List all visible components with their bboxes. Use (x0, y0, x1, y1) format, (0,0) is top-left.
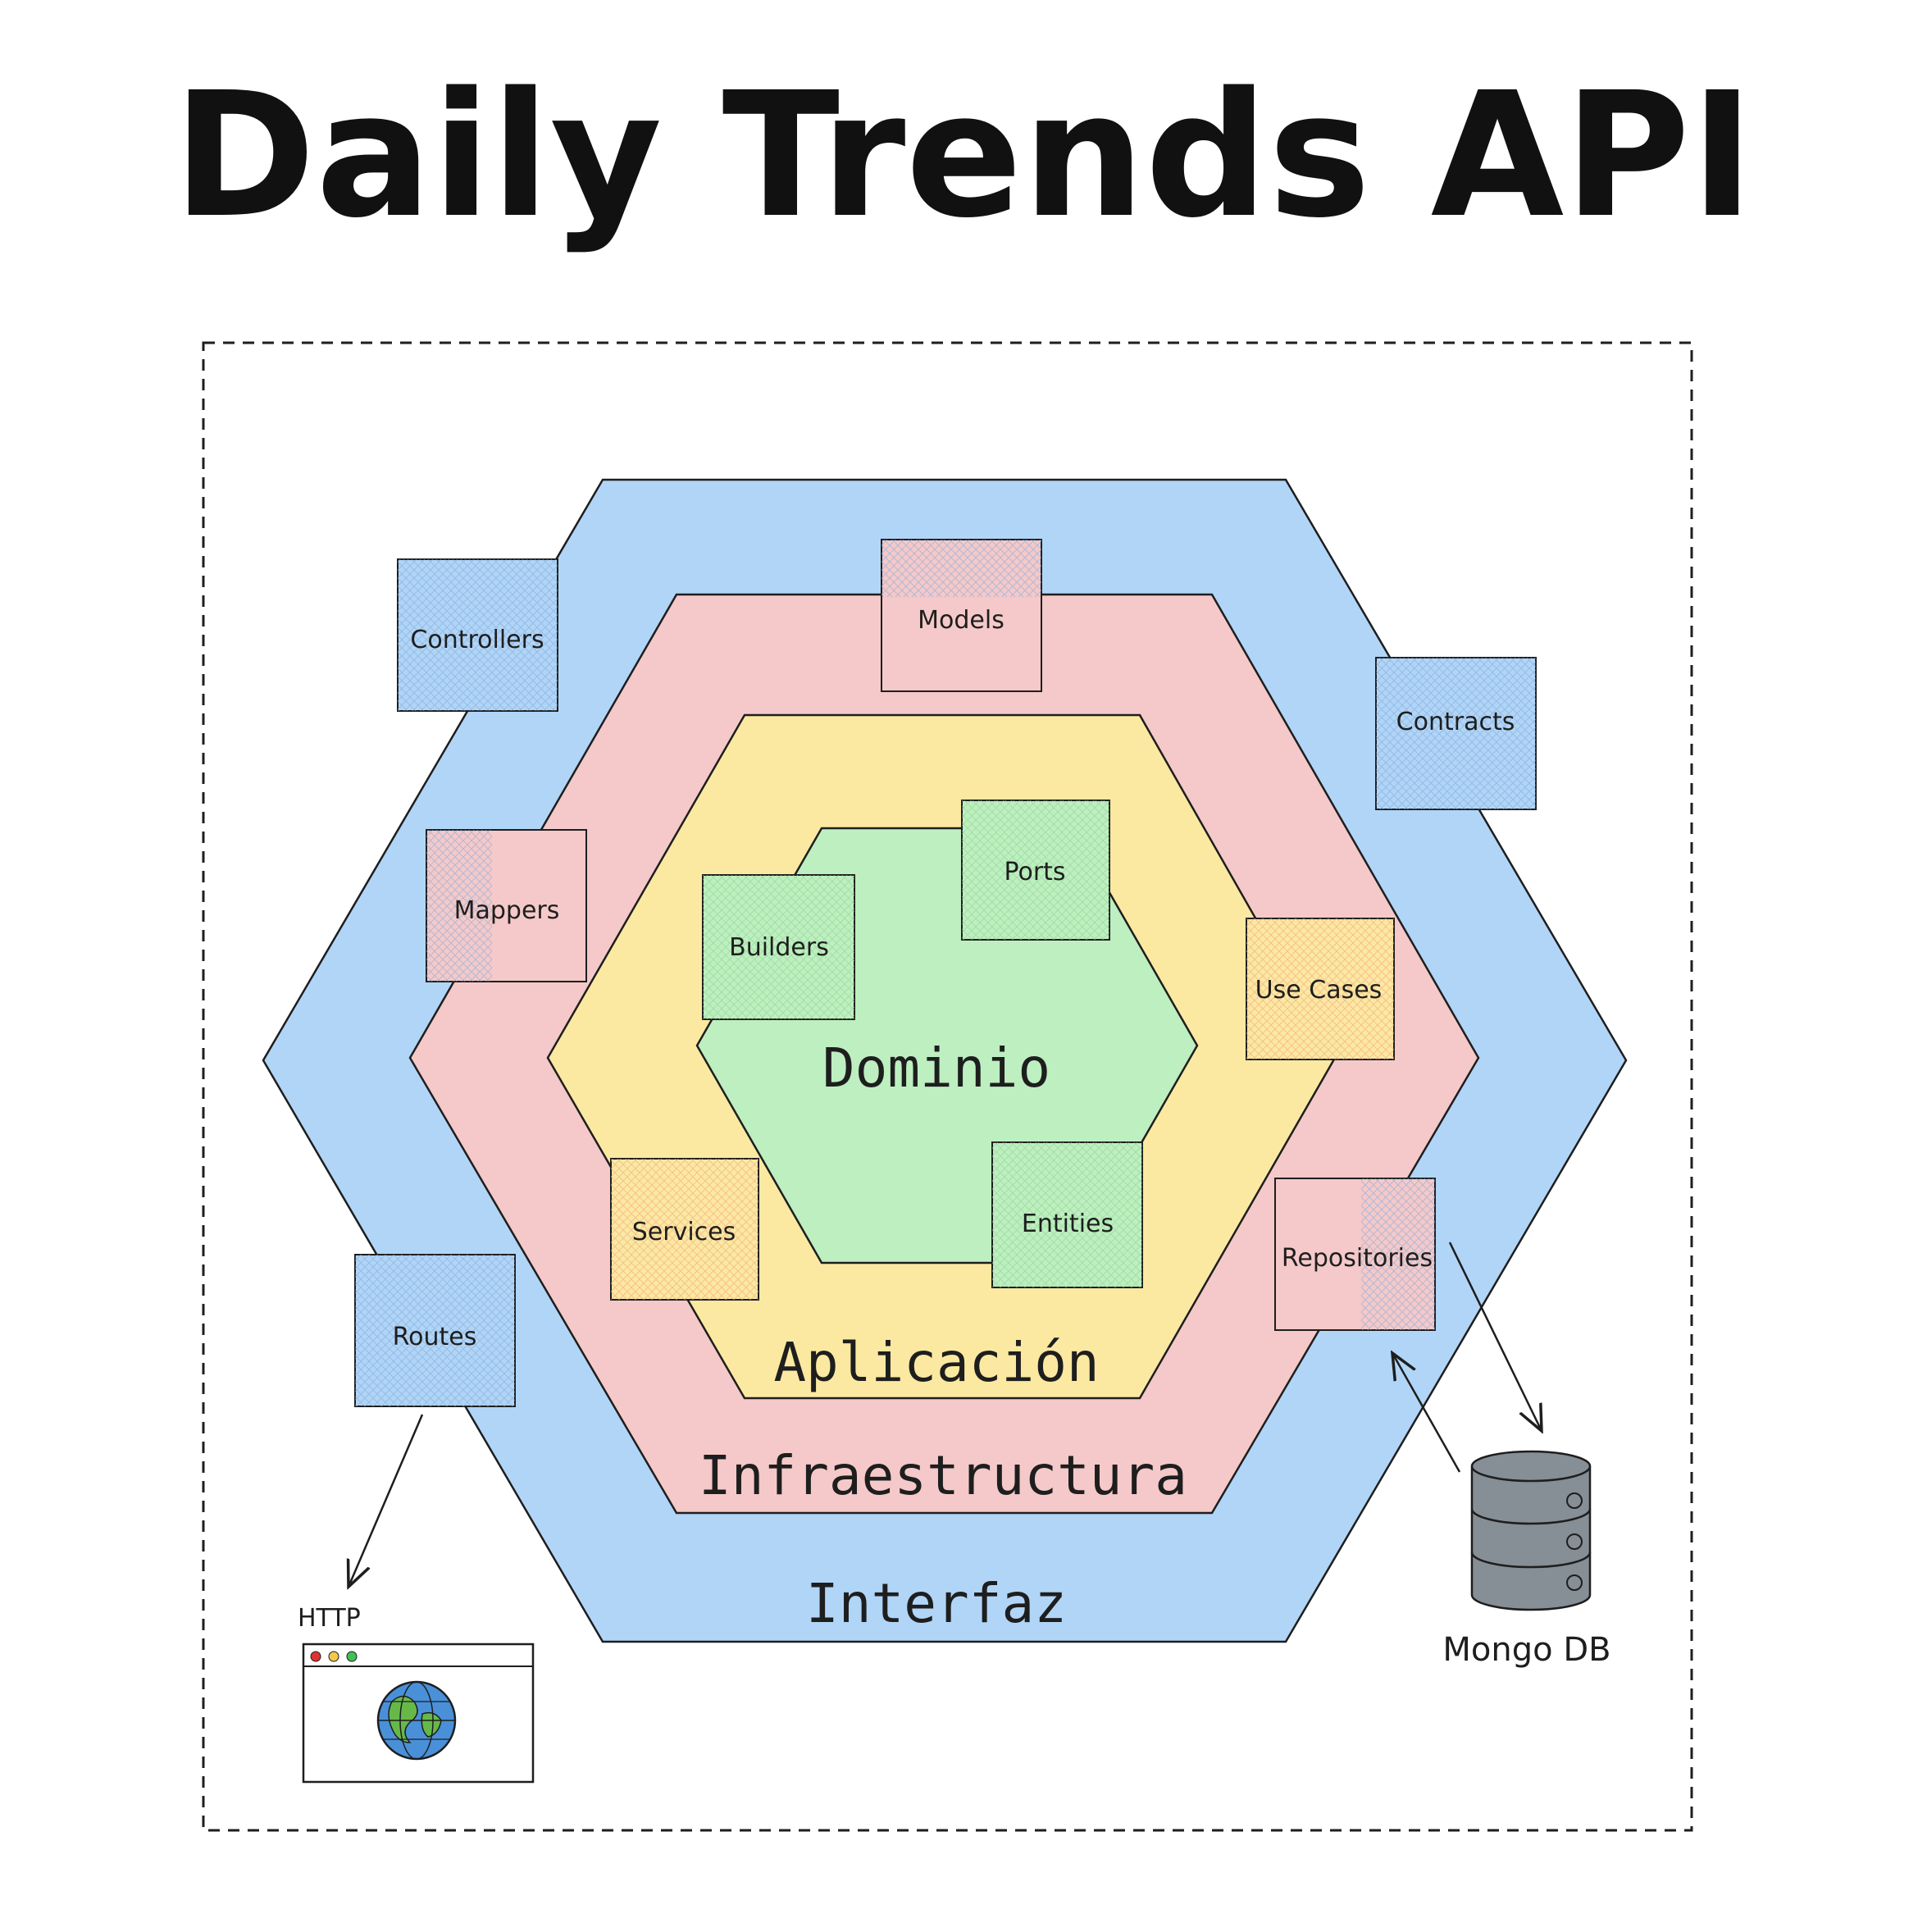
svg-text:Contracts: Contracts (1396, 708, 1515, 736)
layer-label-infraestructura: Infraestructura (699, 1444, 1187, 1507)
system-boundary (202, 341, 1693, 1832)
http-label: HTTP (298, 1604, 361, 1633)
box-routes: Routes (354, 1254, 516, 1407)
box-builders: Builders (702, 874, 855, 1020)
box-use-cases: Use Cases (1246, 918, 1395, 1060)
svg-text:Routes: Routes (393, 1323, 477, 1351)
box-contracts: Contracts (1375, 657, 1537, 810)
layer-label-dominio: Dominio (822, 1037, 1050, 1100)
box-ports: Ports (961, 800, 1110, 941)
svg-text:Repositories: Repositories (1282, 1244, 1433, 1273)
box-controllers: Controllers (397, 558, 558, 712)
svg-text:Use Cases: Use Cases (1255, 976, 1383, 1005)
page-title: Daily Trends API (173, 55, 1755, 256)
svg-text:Services: Services (632, 1218, 736, 1246)
svg-text:Models: Models (918, 606, 1004, 635)
box-models: Models (881, 539, 1042, 692)
svg-text:Builders: Builders (729, 933, 829, 962)
layer-label-interfaz: Interfaz (806, 1572, 1067, 1635)
svg-text:Entities: Entities (1022, 1210, 1114, 1238)
svg-text:Mappers: Mappers (454, 896, 560, 925)
database-icon (1470, 1450, 1592, 1611)
box-entities: Entities (991, 1141, 1143, 1288)
arrow-repositories-to-db (1448, 1242, 1542, 1431)
box-services: Services (610, 1158, 759, 1301)
svg-text:Ports: Ports (1004, 858, 1065, 886)
globe-icon (376, 1680, 457, 1761)
box-repositories: Repositories (1274, 1178, 1436, 1331)
svg-text:Controllers: Controllers (410, 626, 544, 654)
box-mappers: Mappers (426, 829, 587, 982)
database-label: Mongo DB (1442, 1631, 1610, 1669)
layer-label-aplicacion: Aplicación (773, 1331, 1099, 1394)
arrow-db-to-repositories (1392, 1353, 1461, 1473)
arrow-routes-to-http (348, 1414, 424, 1587)
